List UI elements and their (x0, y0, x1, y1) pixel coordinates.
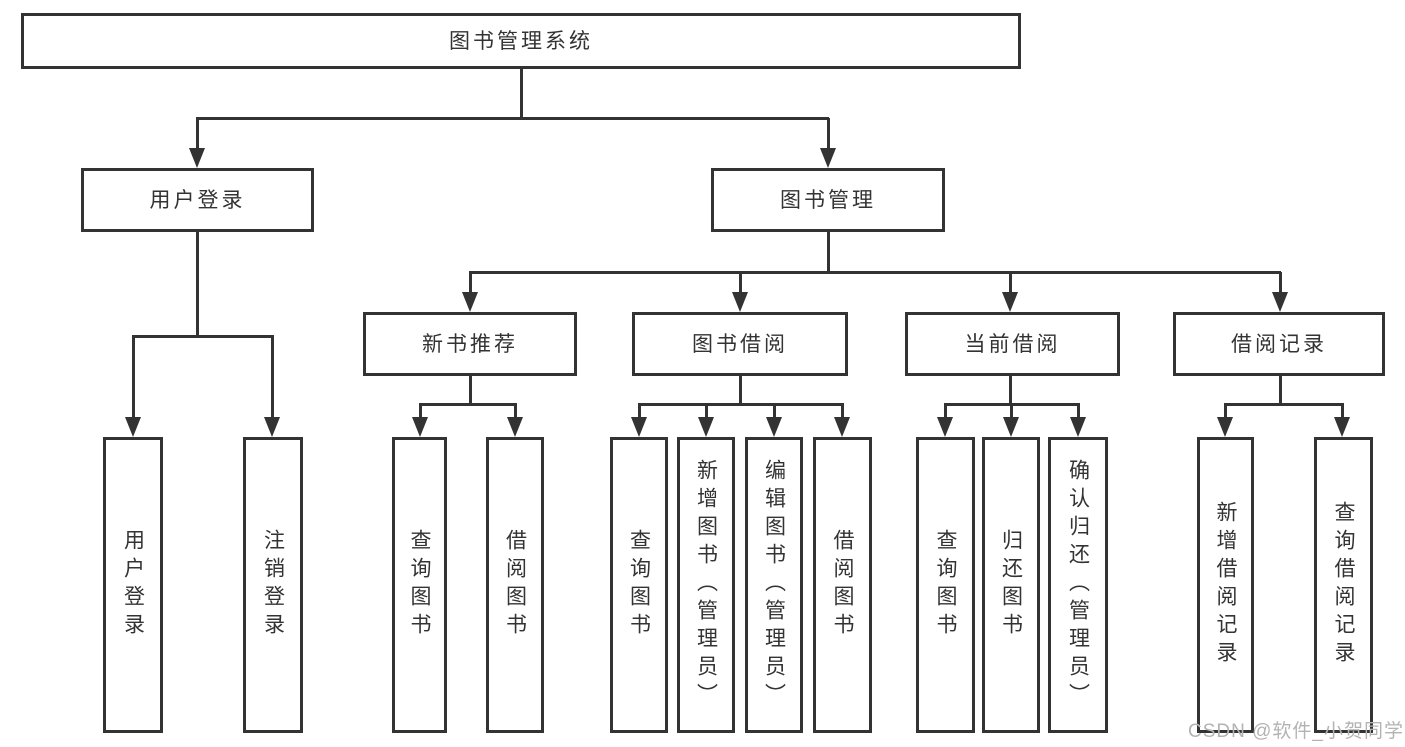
leaf-logout: 注销登录 (243, 437, 303, 733)
edge-drop-logout (271, 336, 274, 419)
edge-new-book-recommend-branch (419, 403, 517, 406)
arrow-borrow-book-1 (507, 417, 523, 437)
leaf-query-book-1-label: 查询图书 (408, 529, 431, 641)
node-new-book-recommend: 新书推荐 (363, 312, 577, 376)
leaf-user-login-label: 用户登录 (121, 529, 145, 641)
node-borrow-records-label: 借阅记录 (1231, 332, 1327, 356)
arrow-current-borrow (1002, 292, 1018, 312)
leaf-user-login: 用户登录 (103, 437, 163, 733)
edge-borrow-records-stem (1279, 376, 1282, 404)
leaf-borrow-book-2-label: 借阅图书 (831, 529, 854, 641)
edge-drop-query-book-1 (419, 404, 422, 419)
leaf-add-book-admin-label: 新增图书（管理员） (694, 459, 718, 711)
arrow-book-borrow (732, 292, 748, 312)
leaf-return-book: 归还图书 (982, 437, 1040, 733)
edge-drop-add-borrow-record (1224, 404, 1227, 419)
edge-drop-confirm-return (1077, 404, 1080, 419)
csdn-watermark: CSDN @软件_小贺同学 (1188, 721, 1404, 742)
edge-book-management-stem (827, 232, 830, 272)
arrow-borrow-records (1272, 292, 1288, 312)
edge-drop-query-book-3 (944, 404, 947, 419)
leaf-query-book-2: 查询图书 (610, 437, 668, 733)
edge-new-book-recommend-stem (469, 376, 472, 404)
node-borrow-records: 借阅记录 (1173, 312, 1385, 376)
edge-root-stem (520, 69, 523, 118)
arrow-edit-book-admin (766, 417, 782, 437)
leaf-query-book-2-label: 查询图书 (627, 529, 651, 641)
edge-drop-book-management (827, 118, 830, 150)
leaf-confirm-return-admin: 确认归还（管理员） (1048, 437, 1108, 733)
leaf-return-book-label: 归还图书 (999, 529, 1023, 641)
arrow-add-borrow-record (1217, 417, 1233, 437)
root-node-label: 图书管理系统 (449, 29, 593, 53)
edge-book-borrow-stem (739, 376, 742, 404)
leaf-borrow-book-1: 借阅图书 (486, 437, 544, 733)
leaf-logout-label: 注销登录 (261, 529, 285, 641)
arrow-query-book-1 (412, 417, 428, 437)
leaf-query-book-1: 查询图书 (392, 437, 447, 733)
leaf-confirm-return-admin-label: 确认归还（管理员） (1066, 459, 1090, 711)
edge-drop-query-book-2 (638, 404, 641, 419)
edge-drop-borrow-book-1 (514, 404, 517, 419)
edge-drop-add-book-admin (705, 404, 708, 419)
leaf-query-book-3-label: 查询图书 (934, 529, 957, 641)
edge-book-borrow-branch (638, 403, 844, 406)
leaf-borrow-book-1-label: 借阅图书 (503, 529, 527, 641)
leaf-edit-book-admin-label: 编辑图书（管理员） (762, 459, 786, 711)
root-node: 图书管理系统 (21, 13, 1021, 69)
edge-drop-user-login-leaf (132, 336, 135, 419)
node-new-book-recommend-label: 新书推荐 (422, 332, 518, 356)
leaf-borrow-book-2: 借阅图书 (813, 437, 872, 733)
edge-root-branch (196, 117, 829, 120)
edge-current-borrow-stem (1009, 376, 1012, 404)
arrow-query-borrow-record (1334, 417, 1350, 437)
arrow-user-login-leaf (125, 417, 141, 437)
arrow-confirm-return (1070, 417, 1086, 437)
edge-book-management-branch (469, 271, 1281, 274)
node-user-login: 用户登录 (81, 168, 314, 232)
edge-drop-edit-book-admin (773, 404, 776, 419)
node-book-borrow: 图书借阅 (632, 312, 848, 376)
arrow-logout (264, 417, 280, 437)
arrow-return-book (1003, 417, 1019, 437)
node-current-borrow-label: 当前借阅 (964, 332, 1061, 356)
edge-drop-borrow-records (1279, 272, 1282, 294)
leaf-add-borrow-record: 新增借阅记录 (1197, 437, 1254, 733)
node-user-login-label: 用户登录 (149, 188, 246, 212)
arrow-query-book-3 (937, 417, 953, 437)
leaf-query-borrow-record-label: 查询借阅记录 (1332, 501, 1355, 669)
node-current-borrow: 当前借阅 (905, 312, 1120, 376)
leaf-query-borrow-record: 查询借阅记录 (1314, 437, 1373, 733)
arrow-query-book-2 (631, 417, 647, 437)
leaf-add-borrow-record-label: 新增借阅记录 (1214, 501, 1237, 669)
edge-drop-query-borrow-record (1341, 404, 1344, 419)
node-book-borrow-label: 图书借阅 (692, 332, 788, 356)
edge-drop-borrow-book-2 (841, 404, 844, 419)
edge-drop-return-book (1010, 404, 1013, 419)
edge-drop-user-login (196, 118, 199, 150)
node-book-management-label: 图书管理 (780, 188, 876, 212)
edge-drop-book-borrow (739, 272, 742, 294)
leaf-edit-book-admin: 编辑图书（管理员） (745, 437, 803, 733)
edge-borrow-records-branch (1224, 403, 1344, 406)
arrow-add-book-admin (698, 417, 714, 437)
edge-user-login-branch (132, 335, 274, 338)
arrow-book-management (820, 148, 836, 168)
edge-user-login-stem (196, 232, 199, 336)
leaf-query-book-3: 查询图书 (916, 437, 975, 733)
edge-drop-current-borrow (1009, 272, 1012, 294)
arrow-new-book-recommend (462, 292, 478, 312)
leaf-add-book-admin: 新增图书（管理员） (677, 437, 735, 733)
edge-drop-new-book-recommend (469, 272, 472, 294)
node-book-management: 图书管理 (711, 168, 945, 232)
arrow-user-login (189, 148, 205, 168)
arrow-borrow-book-2 (834, 417, 850, 437)
